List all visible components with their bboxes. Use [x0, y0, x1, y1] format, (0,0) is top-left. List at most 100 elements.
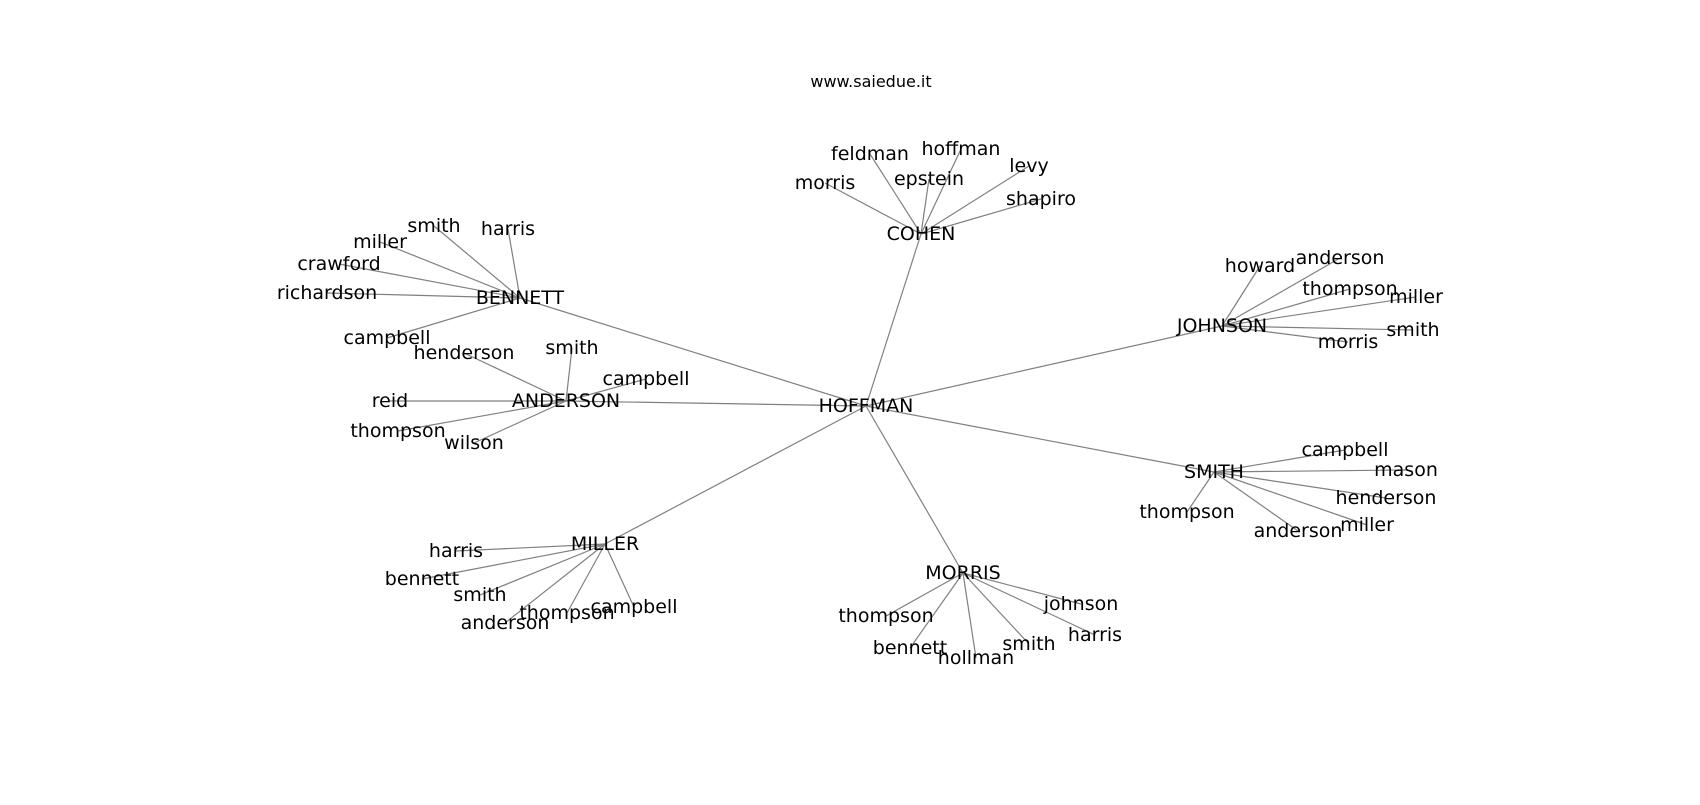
leaf-node-label: henderson: [1336, 487, 1437, 509]
edge-hub-leaf: [604, 543, 635, 608]
edge-hub-leaf: [962, 572, 1096, 636]
leaf-node-label: smith: [545, 337, 598, 359]
leaf-node-label: levy: [1009, 155, 1048, 177]
edge-hub-leaf: [1213, 471, 1299, 532]
edge-hub-leaf: [1213, 449, 1346, 473]
leaf-node-label: shapiro: [1006, 188, 1076, 210]
edge-hub-leaf: [920, 198, 1042, 235]
leaf-node-label: richardson: [277, 282, 377, 304]
hub-node-label: SMITH: [1184, 461, 1244, 483]
edge-root-hub: [865, 405, 1215, 473]
leaf-node-label: smith: [1002, 633, 1055, 655]
hub-node-label: ANDERSON: [512, 390, 620, 412]
leaf-node-label: reid: [372, 390, 408, 412]
hub-node-label: MORRIS: [925, 562, 1000, 584]
edge-hub-leaf: [463, 352, 567, 402]
edge-root-hub: [519, 297, 867, 407]
leaf-node-label: smith: [453, 584, 506, 606]
edge-hub-leaf: [869, 153, 922, 235]
leaf-node-label: morris: [1318, 331, 1379, 353]
hub-node-label: COHEN: [887, 223, 956, 245]
hub-node-label: JOHNSON: [1176, 315, 1267, 337]
leaf-node-label: thompson: [838, 605, 933, 627]
edge-hub-leaf: [824, 182, 922, 235]
leaf-node-label: thompson: [519, 602, 614, 624]
edge-hub-leaf: [338, 263, 521, 299]
edge-hub-leaf: [479, 543, 606, 596]
leaf-node-label: johnson: [1043, 593, 1119, 615]
leaf-node-label: smith: [407, 215, 460, 237]
edge-root-hub: [865, 233, 922, 407]
edge-hub-leaf: [1221, 288, 1351, 327]
leaf-node-label: crawford: [297, 253, 380, 275]
edge-hub-leaf: [565, 347, 573, 402]
leaf-node-label: campbell: [1302, 439, 1389, 461]
leaf-node-label: miller: [353, 231, 407, 253]
leaf-node-label: epstein: [894, 168, 964, 190]
edge-root-hub: [565, 400, 867, 407]
leaf-node-label: harris: [429, 540, 483, 562]
edge-root-hub: [604, 405, 867, 545]
leaf-node-label: wilson: [444, 432, 504, 454]
edge-hub-leaf: [1221, 296, 1417, 327]
edge-hub-leaf: [920, 148, 962, 235]
edge-hub-leaf: [1221, 325, 1414, 331]
edge-hub-leaf: [504, 543, 606, 624]
leaf-node-label: hoffman: [922, 138, 1001, 160]
leaf-node-label: henderson: [414, 342, 515, 364]
leaf-node-label: harris: [1068, 624, 1122, 646]
leaf-node-label: anderson: [1254, 520, 1343, 542]
edge-hub-leaf: [1213, 471, 1368, 526]
leaf-node-label: miller: [1340, 514, 1394, 536]
edge-hub-leaf: [962, 572, 977, 659]
edge-hub-leaf: [455, 543, 606, 552]
edge-hub-leaf: [1221, 257, 1341, 327]
edge-hub-leaf: [1213, 471, 1387, 499]
leaf-node-label: mason: [1374, 459, 1438, 481]
leaf-node-label: campbell: [344, 327, 431, 349]
edge-hub-leaf: [920, 178, 930, 235]
leaf-node-label: thompson: [1139, 501, 1234, 523]
leaf-node-label: harris: [481, 218, 535, 240]
leaf-node-label: anderson: [1296, 247, 1385, 269]
edge-hub-leaf: [433, 225, 521, 299]
edge-hub-leaf: [1186, 471, 1215, 513]
leaf-node-label: bennett: [873, 637, 947, 659]
edge-hub-leaf: [1221, 325, 1349, 343]
edge-root-hub: [865, 405, 964, 574]
leaf-node-label: howard: [1225, 255, 1295, 277]
edge-hub-leaf: [565, 378, 647, 402]
leaf-node-label: smith: [1386, 319, 1439, 341]
edge-hub-leaf: [885, 572, 964, 617]
root-node-label: HOFFMAN: [819, 395, 914, 417]
watermark: www.saiedue.it: [810, 72, 932, 91]
leaf-node-label: hollman: [938, 647, 1014, 669]
edge-hub-leaf: [386, 297, 521, 339]
leaf-node-label: anderson: [461, 612, 550, 634]
leaf-node-label: morris: [795, 172, 856, 194]
edges-layer: [326, 148, 1417, 659]
leaf-node-label: feldman: [831, 143, 909, 165]
leaf-node-label: campbell: [603, 368, 690, 390]
edge-hub-leaf: [909, 572, 964, 649]
leaf-node-label: thompson: [350, 420, 445, 442]
leaf-node-label: bennett: [385, 568, 459, 590]
edge-hub-leaf: [962, 572, 1030, 645]
hub-node-label: BENNETT: [476, 287, 565, 309]
leaf-node-label: thompson: [1302, 278, 1397, 300]
edge-hub-leaf: [566, 543, 606, 614]
leaf-node-label: miller: [1389, 286, 1443, 308]
edge-hub-leaf: [421, 543, 606, 580]
edge-hub-leaf: [507, 228, 521, 299]
hub-node-label: MILLER: [571, 533, 639, 555]
edge-root-hub: [865, 325, 1223, 407]
edge-hub-leaf: [473, 400, 567, 444]
leaf-node-label: campbell: [591, 596, 678, 618]
edge-hub-leaf: [379, 241, 521, 299]
edge-hub-leaf: [397, 400, 567, 432]
edge-hub-leaf: [1213, 469, 1407, 473]
edge-hub-leaf: [1221, 265, 1261, 327]
